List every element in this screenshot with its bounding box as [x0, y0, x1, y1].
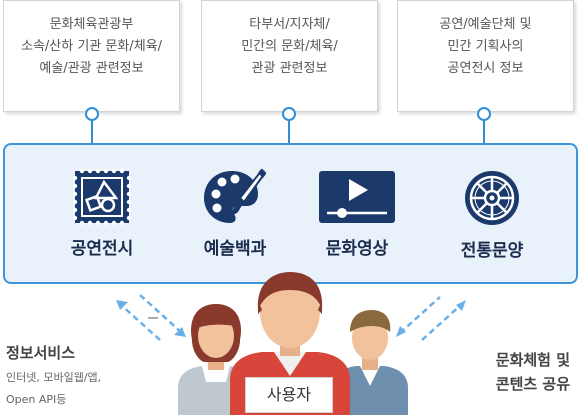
culture-experience-line: 콘텐츠 공유 [495, 375, 570, 393]
source-box-line: 예술/관광 관련정보 [39, 61, 144, 76]
source-box-line: 관광 관련정보 [251, 61, 328, 76]
right-exchange-arrows [396, 296, 466, 341]
traditional-pattern-icon [465, 171, 519, 225]
video-player-icon [319, 171, 395, 223]
stamp-shapes-icon [72, 168, 132, 226]
source-box-performance-groups: 공연/예술단체 및 민간 기획사의 공연전시 정보 [397, 0, 574, 112]
connector-node [477, 107, 491, 121]
connector-line [91, 118, 93, 144]
category-culture-video: 문화영상 [297, 168, 417, 259]
source-box-ministry: 문화체육관광부 소속/산하 기관 문화/체육/ 예술/관광 관련정보 [3, 0, 180, 112]
palette-brush-icon [204, 168, 267, 223]
user-label: 사용자 [245, 377, 333, 413]
category-art-encyclopedia: 예술백과 [175, 168, 295, 259]
man-figure [332, 310, 408, 415]
source-box-line: 민간 기획사의 [447, 39, 524, 54]
source-box-line: 공연전시 정보 [447, 61, 524, 76]
source-box-line: 민간의 문화/체육/ [241, 39, 338, 54]
info-service-line: Open API등 [6, 393, 67, 406]
connector-node [85, 107, 99, 121]
category-label: 예술백과 [203, 239, 267, 259]
source-box-line: 타부서/지자체/ [249, 17, 330, 32]
culture-experience-text: 문화체험 및 콘텐츠 공유 [496, 348, 570, 396]
culture-experience-line: 문화체험 및 [495, 351, 570, 369]
category-label: 전통문양 [460, 241, 524, 261]
source-box-local-gov: 타부서/지자체/ 민간의 문화/체육/ 관광 관련정보 [201, 0, 378, 112]
category-label: 문화영상 [325, 239, 389, 259]
category-traditional-pattern: 전통문양 [432, 168, 552, 261]
left-exchange-arrows [116, 294, 186, 341]
category-label: 공연전시 [70, 239, 134, 259]
category-performance-exhibition: 공연전시 [42, 168, 162, 259]
source-box-line: 소속/산하 기관 문화/체육/ [20, 39, 162, 54]
connector-line [288, 118, 290, 144]
connector-line [483, 118, 485, 144]
info-service-line: 인터넷, 모바일웹/앱, [6, 371, 102, 384]
connector-node [282, 107, 296, 121]
source-box-line: 문화체육관광부 [49, 17, 134, 32]
info-service-title: 정보서비스 [6, 344, 76, 362]
source-box-line: 공연/예술단체 및 [439, 17, 532, 32]
